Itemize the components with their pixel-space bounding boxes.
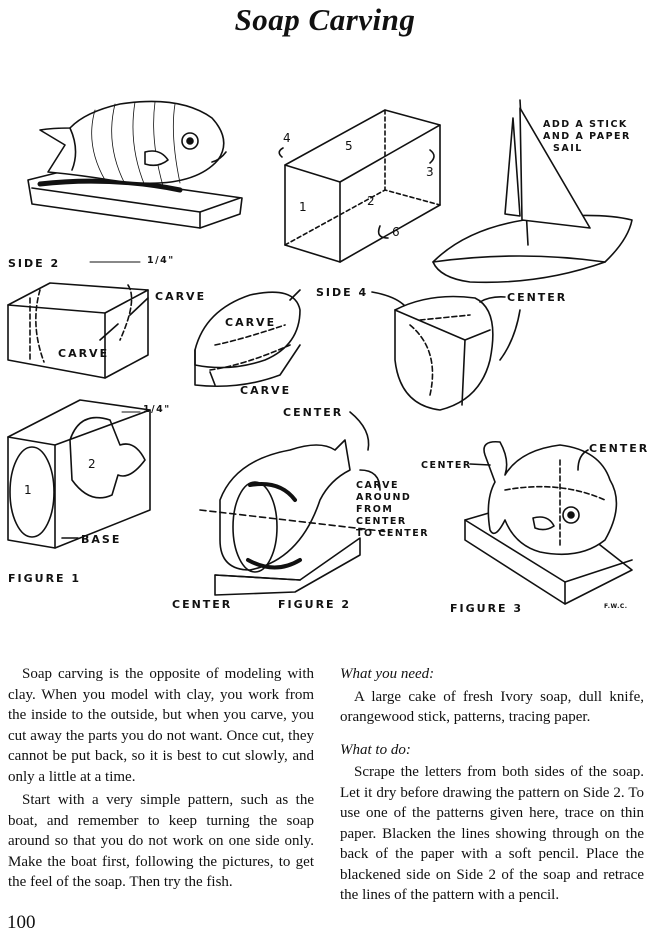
svg-text:CENTER: CENTER xyxy=(172,598,232,611)
svg-text:F.W.C.: F.W.C. xyxy=(604,603,628,610)
svg-text:SIDE 4: SIDE 4 xyxy=(316,286,368,299)
svg-text:CARVE: CARVE xyxy=(240,384,291,397)
page-number: 100 xyxy=(7,912,36,933)
carve-block-illustration: CARVE CARVE xyxy=(194,289,301,397)
svg-text:1: 1 xyxy=(24,483,32,497)
svg-text:6: 6 xyxy=(392,225,400,239)
svg-text:3: 3 xyxy=(426,165,434,179)
svg-text:SIDE 2: SIDE 2 xyxy=(8,257,60,270)
svg-text:CARVE: CARVE xyxy=(155,290,206,303)
illustrations: 5 4 3 1 2 6 ADD A STICK AND A PAPER SAIL… xyxy=(7,99,649,615)
boat-illustration: ADD A STICK AND A PAPER SAIL xyxy=(432,99,633,284)
svg-text:1: 1 xyxy=(299,200,307,214)
what-you-need-heading: What you need: xyxy=(340,666,435,682)
instructions-paragraph: Scrape the letters from both sides of th… xyxy=(340,764,644,903)
svg-text:2: 2 xyxy=(88,457,96,471)
svg-text:1/4": 1/4" xyxy=(143,404,171,415)
side4-block-illustration: SIDE 4 CENTER xyxy=(316,286,567,411)
what-to-do-heading: What to do: xyxy=(340,741,411,758)
figure1-block-illustration: 2 1 BASE 1/4" FIGURE 1 xyxy=(7,399,171,585)
right-column: What you need: A large cake of fresh Ivo… xyxy=(340,664,644,906)
svg-text:AND A PAPER: AND A PAPER xyxy=(543,131,631,142)
svg-text:CENTER: CENTER xyxy=(356,516,407,527)
svg-text:FIGURE 1: FIGURE 1 xyxy=(8,572,81,585)
svg-text:TO CENTER: TO CENTER xyxy=(356,528,429,539)
svg-text:CENTER: CENTER xyxy=(589,442,649,455)
svg-text:CENTER: CENTER xyxy=(507,291,567,304)
fish-on-base-illustration xyxy=(27,100,243,229)
svg-text:CARVE: CARVE xyxy=(356,480,399,491)
svg-text:CARVE: CARVE xyxy=(58,347,109,360)
svg-text:FROM: FROM xyxy=(356,504,393,515)
figure2-illustration: CENTER CARVE AROUND FROM CENTER TO CENTE… xyxy=(172,406,429,611)
svg-text:5: 5 xyxy=(345,139,353,153)
boat-paragraph: Start with a very simple pattern, such a… xyxy=(8,792,314,890)
svg-text:FIGURE 3: FIGURE 3 xyxy=(450,602,523,615)
svg-text:4: 4 xyxy=(283,131,291,145)
left-column: Soap carving is the opposite of modeling… xyxy=(8,664,314,893)
svg-text:FIGURE 2: FIGURE 2 xyxy=(278,598,351,611)
svg-text:CENTER: CENTER xyxy=(283,406,343,419)
materials-paragraph: A large cake of fresh Ivory soap, dull k… xyxy=(340,688,644,726)
svg-text:1/4": 1/4" xyxy=(147,255,175,266)
intro-paragraph: Soap carving is the opposite of modeling… xyxy=(8,666,314,785)
figure3-illustration: CENTER CENTER FIGURE 3 F.W.C. xyxy=(421,440,649,615)
page-title: Soap Carving xyxy=(234,2,416,37)
svg-text:AROUND: AROUND xyxy=(356,492,411,503)
side2-block-illustration: SIDE 2 1/4" CARVE CARVE xyxy=(7,255,206,379)
svg-text:SAIL: SAIL xyxy=(553,143,583,154)
soap-block-illustration: 5 4 3 1 2 6 xyxy=(278,109,441,263)
svg-text:BASE: BASE xyxy=(81,533,121,546)
svg-text:ADD A STICK: ADD A STICK xyxy=(543,119,628,130)
svg-text:CENTER: CENTER xyxy=(421,460,472,471)
svg-text:CARVE: CARVE xyxy=(225,316,276,329)
svg-text:2: 2 xyxy=(367,194,375,208)
